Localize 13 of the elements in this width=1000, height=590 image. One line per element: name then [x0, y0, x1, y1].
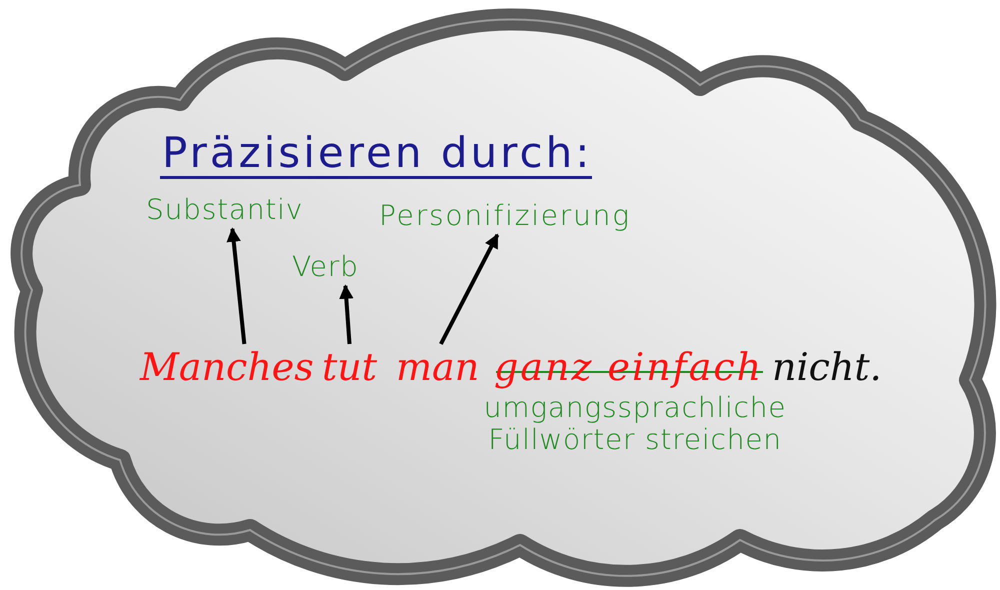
sentence-word: nicht.: [772, 347, 882, 389]
term-label: Personifizierung: [379, 201, 631, 232]
note-text: umgangssprachliche Füllwörter streichen: [482, 392, 788, 456]
heading: Präzisieren durch:: [160, 130, 592, 180]
term-label: Verb: [292, 252, 359, 283]
sentence-word: Manches: [140, 347, 314, 389]
term-label: Substantiv: [146, 195, 304, 226]
arrow: [226, 227, 246, 344]
arrow: [339, 284, 354, 344]
sentence-word: man: [396, 347, 480, 389]
sentence-word: tut: [322, 347, 378, 389]
arrow: [439, 234, 500, 345]
cloud-shape: [8, 6, 998, 588]
